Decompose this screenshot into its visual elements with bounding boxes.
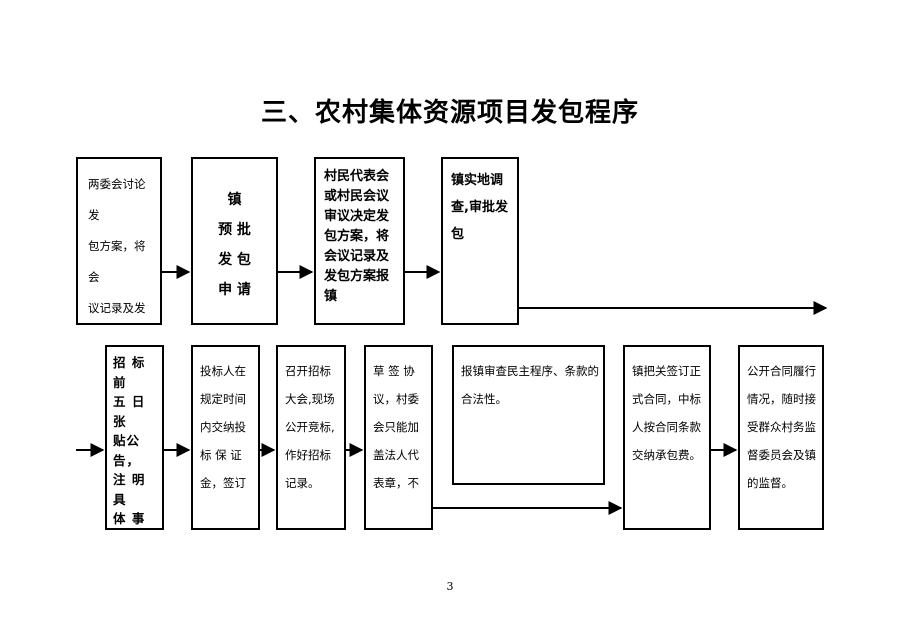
step-text-5: 招 标 前 五 日 张 贴公告， 注 明 具 体 事 项 及 发 包 方 案 主…	[113, 355, 146, 526]
step-box-5: 招 标 前 五 日 张 贴公告， 注 明 具 体 事 项 及 发 包 方 案 主…	[105, 345, 164, 530]
step-text-3: 村民代表会 或村民会议 审议决定发 包方案，将 会议记录及 发包方案报 镇	[324, 169, 390, 304]
step-box-7: 召开招标 大会,现场 公开竞标, 作好招标 记录。	[276, 345, 346, 530]
step-text-6: 投标人在 规定时间 内交纳投 标 保 证 金，签订	[200, 364, 246, 490]
step-text-10: 镇把关签订正 式合同，中标 人按合同条款 交纳承包费。	[632, 364, 701, 462]
step-box-9: 报镇审查民主程序、条款的 合法性。	[452, 345, 605, 485]
step-box-6: 投标人在 规定时间 内交纳投 标 保 证 金，签订	[191, 345, 260, 530]
step-text-11: 公开合同履行 情况，随时接 受群众村务监 督委员会及镇 的监督。	[747, 364, 816, 490]
step-box-3: 村民代表会 或村民会议 审议决定发 包方案，将 会议记录及 发包方案报 镇	[314, 157, 405, 325]
step-box-8: 草 签 协 议，村委 会只能加 盖法人代 表章，不	[364, 345, 433, 530]
step-text-4: 镇实地调 查,审批发 包	[451, 173, 508, 242]
step-box-10: 镇把关签订正 式合同，中标 人按合同条款 交纳承包费。	[623, 345, 711, 530]
step-text-8: 草 签 协 议，村委 会只能加 盖法人代 表章，不	[373, 364, 419, 490]
page-number: 3	[446, 580, 454, 593]
step-text-2: 镇 预 批 发 包 申 请	[218, 192, 251, 298]
step-box-4: 镇实地调 查,审批发 包	[441, 157, 519, 325]
step-text-9: 报镇审查民主程序、条款的 合法性。	[461, 364, 599, 406]
step-box-2: 镇 预 批 发 包 申 请	[191, 157, 278, 325]
page-title: 三、农村集体资源项目发包程序	[260, 98, 639, 128]
step-text-7: 召开招标 大会,现场 公开竞标, 作好招标 记录。	[285, 364, 335, 490]
step-box-11: 公开合同履行 情况，随时接 受群众村务监 督委员会及镇 的监督。	[738, 345, 824, 530]
